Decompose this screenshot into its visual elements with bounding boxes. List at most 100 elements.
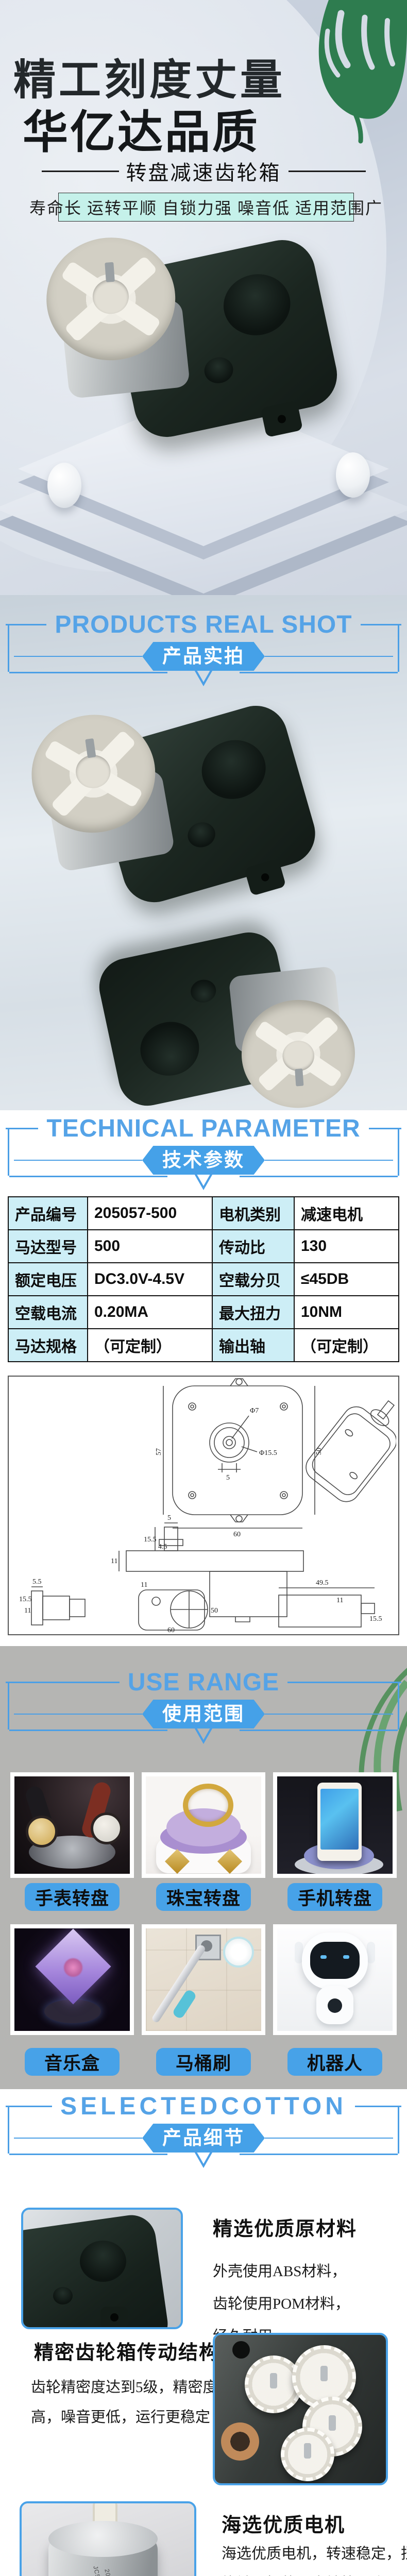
spec-value: （可定制） [294,1328,399,1362]
detail-text-line: 海选优质电机，转速稳定，扭力大 [222,2546,407,2562]
use-case-photo-brush [142,1924,265,2035]
hero-subtitle-row: 转盘减速齿轮箱 [0,156,407,186]
hex-line-left [14,2138,142,2139]
dim-text: 5 [167,1514,171,1522]
spec-label: 产品编号 [8,1196,88,1230]
spec-label: 马达规格 [8,1328,88,1362]
detail-title: 精密齿轮箱传动结构 [34,2342,220,2364]
header-title-row: USE RANGE [6,1669,401,1696]
spec-label: 输出轴 [212,1328,295,1362]
hex-line-left [14,1160,142,1161]
detail-title: 精选优质原材料 [213,2218,358,2240]
spec-label: 空载电流 [8,1295,88,1329]
header-line-right [354,2105,401,2107]
dim-text: 11 [141,1581,147,1589]
spec-label: 马达型号 [8,1229,88,1263]
dim-text: 5 [226,1474,230,1482]
hex-line-left [14,656,142,657]
hero-title-line2: 华亿达品质 [23,107,260,158]
header-title-row: TECHNICAL PARAMETER [6,1115,402,1142]
monstera-leaf-icon [318,0,407,144]
header-title-row: SELECTEDCOTTON [6,2093,401,2120]
header-line-right [368,1127,402,1129]
spec-value: （可定制） [87,1328,213,1362]
header-frame [8,624,399,673]
hex-line-left [14,1714,142,1715]
header-hex-row: 使用范围 [14,1700,393,1728]
detail-text-line: 高，噪音更低，运行更稳定！ [31,2409,226,2426]
use-case-photo-watch [10,1772,134,1878]
hero-section: 精工刻度丈量 华亿达品质 转盘减速齿轮箱 寿命长 运转平顺 自锁力强 噪音低 适… [0,0,407,595]
table-row: 额定电压 DC3.0V-4.5V 空载分贝 ≤45DB [8,1262,399,1296]
drawing-section: 57 50 60 Φ7 Φ15.5 5 5 15.5 4.5 11 5.5 15… [0,1366,407,1646]
spec-label: 空载分贝 [212,1262,295,1296]
spec-label: 电机类别 [212,1196,295,1230]
dim-text: 50 [211,1607,218,1615]
use-case-photo-robot [273,1924,397,2035]
spec-value: 205057-500 [87,1196,213,1230]
header-frame [8,1128,399,1177]
hero-title-line1: 精工刻度丈量 [13,57,286,104]
table-row: 马达型号 500 传动比 130 [8,1229,399,1263]
header-hex-row: 产品细节 [14,2124,393,2153]
dim-text: 11 [24,1607,31,1615]
spec-value: 500 [87,1229,213,1263]
spec-value: DC3.0V-4.5V [87,1262,213,1296]
header-frame [8,1682,399,1731]
hex-line-right [265,656,393,657]
table-row: 产品编号 205057-500 电机类别 减速电机 [8,1196,399,1230]
subtitle-dash-right [288,170,366,172]
spec-value: 减速电机 [294,1196,399,1230]
triangle-down-icon [191,665,216,686]
dimension-drawing: 57 50 60 Φ7 Φ15.5 5 5 15.5 4.5 11 5.5 15… [19,1378,397,1634]
triangle-down-icon [191,2147,216,2168]
spec-label: 最大扭力 [212,1295,295,1329]
header-title-row: PRODUCTS REAL SHOT [6,611,401,638]
use-case-label: 机器人 [287,2048,382,2076]
detail-photo-gearbox [213,2333,388,2485]
header-line-left [6,1681,120,1683]
detail-text-line: 齿轮使用POM材料， [213,2296,350,2312]
detail-photo-motor: JC500TB-19235 20200806 [20,2501,196,2576]
use-case-label: 马桶刷 [156,2048,251,2076]
detail-text-line: 外壳使用ABS材料， [213,2263,347,2280]
dim-text: 15.5 [144,1536,157,1544]
triangle-down-icon [191,1723,216,1744]
dim-text: 5.5 [32,1578,42,1586]
dim-text: 60 [167,1626,175,1632]
header-line-right [360,623,401,625]
hex-line-right [265,1160,393,1161]
section-title-en: PRODUCTS REAL SHOT [55,611,352,638]
detail-photo-materials [21,2208,183,2329]
spec-label: 传动比 [212,1229,295,1263]
feature-bar: 寿命长 运转平顺 自锁力强 噪音低 适用范围广 [29,193,382,222]
detail-title: 海选优质电机 [222,2515,346,2536]
dim-text: 11 [336,1597,343,1604]
use-case-label: 手机转盘 [287,1883,382,1911]
decor-egg-left [47,463,81,508]
dim-text: 15.5 [19,1596,32,1603]
table-row: 空载电流 0.20MA 最大扭力 10NM [8,1295,399,1329]
gear-pin [104,262,115,282]
spec-value: 0.20MA [87,1295,213,1329]
spec-table: 产品编号 205057-500 电机类别 减速电机 马达型号 500 传动比 1… [8,1196,399,1362]
section-title-en: SELECTEDCOTTON [60,2092,347,2120]
dim-text: Φ15.5 [259,1449,277,1457]
detail-text-line: 齿轮精密度达到5级，精密度 [31,2379,218,2396]
use-case-photo-jewelry [142,1772,265,1878]
section-header-details: SELECTEDCOTTON 产品细节 [6,2093,401,2170]
spec-value: 130 [294,1229,399,1263]
dim-text: Φ7 [250,1407,259,1415]
spec-value: ≤45DB [294,1262,399,1296]
dim-text: 50 [315,1448,323,1455]
detail-text-line: 能够更好的与齿轮箱配合，降低噪 [222,2571,407,2576]
header-frame [8,2106,399,2155]
use-case-label: 音乐盒 [25,2048,120,2076]
real-shot-section: PRODUCTS REAL SHOT 产品实拍 [0,595,407,1110]
drawing-dimensions: 57 50 60 Φ7 Φ15.5 5 5 15.5 4.5 11 5.5 15… [19,1407,382,1634]
table-row: 马达规格 （可定制） 输出轴 （可定制） [8,1328,399,1362]
spec-label: 额定电压 [8,1262,88,1296]
header-line-left [6,1127,39,1129]
decor-egg-right [336,452,370,498]
